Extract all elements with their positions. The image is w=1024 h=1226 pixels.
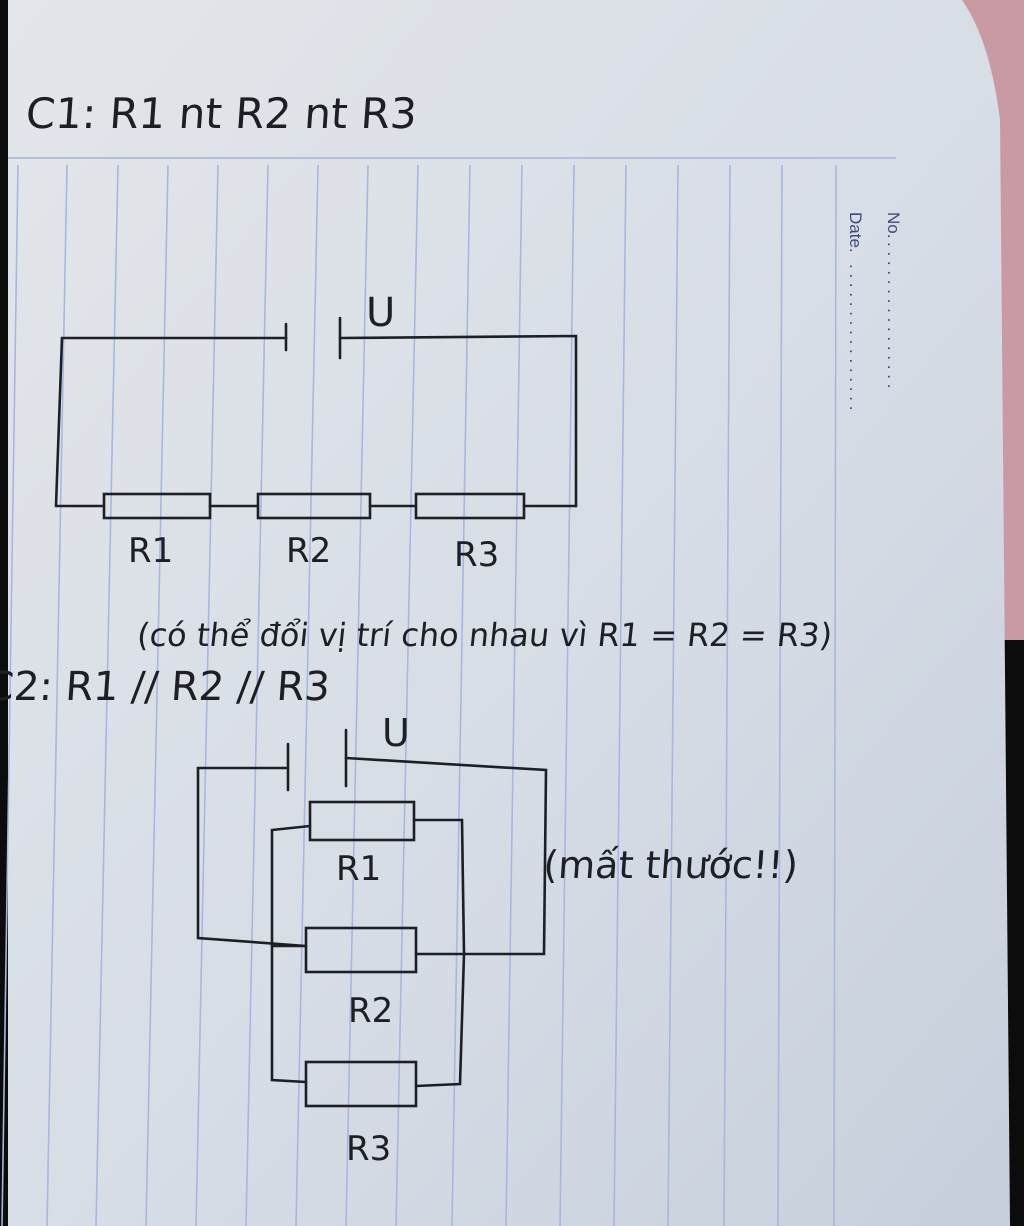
c1-label-r1: R1 xyxy=(128,531,173,571)
c2-label-r1: R1 xyxy=(336,849,381,889)
c2-wire-right xyxy=(344,756,548,956)
c1-note: (có thể đổi vị trí cho nhau vì R1 = R2 =… xyxy=(135,616,834,654)
c2-resistor-3 xyxy=(304,1060,418,1108)
date-field: Date. . . . . . . . . . . . . . . . . xyxy=(846,212,865,410)
c2-circuit xyxy=(196,728,548,1108)
c1-wire-left xyxy=(54,336,288,508)
c2-resistor-1 xyxy=(308,800,416,842)
no-label: No. xyxy=(884,212,903,238)
c2-resistor-2 xyxy=(304,926,418,974)
c1-heading: C1: R1 nt R2 nt R3 xyxy=(24,89,418,138)
c2-source-label: U xyxy=(382,711,410,755)
date-dots: . . . . . . . . . . . . . . . . xyxy=(846,264,865,410)
c2-label-r2: R2 xyxy=(348,991,393,1031)
c1-source-label: U xyxy=(366,290,395,336)
c2-label-r3: R3 xyxy=(346,1129,391,1169)
c1-wire-right xyxy=(338,334,578,508)
c1-label-r3: R3 xyxy=(454,535,499,575)
no-field: No. . . . . . . . . . . . . . . . . xyxy=(884,212,903,388)
no-dots: . . . . . . . . . . . . . . . . xyxy=(884,242,903,388)
c2-heading: C2: R1 // R2 // R3 xyxy=(0,664,331,710)
ruled-lines xyxy=(1,164,837,1226)
c2-wire-left xyxy=(196,766,308,948)
c2-bus-left xyxy=(270,824,312,1084)
c1-label-r2: R2 xyxy=(286,531,331,571)
c1-circuit xyxy=(54,316,578,520)
date-label: Date. xyxy=(846,212,865,253)
paper-sheet xyxy=(8,0,1010,1226)
c2-note: (mất thước!!) xyxy=(542,843,800,887)
